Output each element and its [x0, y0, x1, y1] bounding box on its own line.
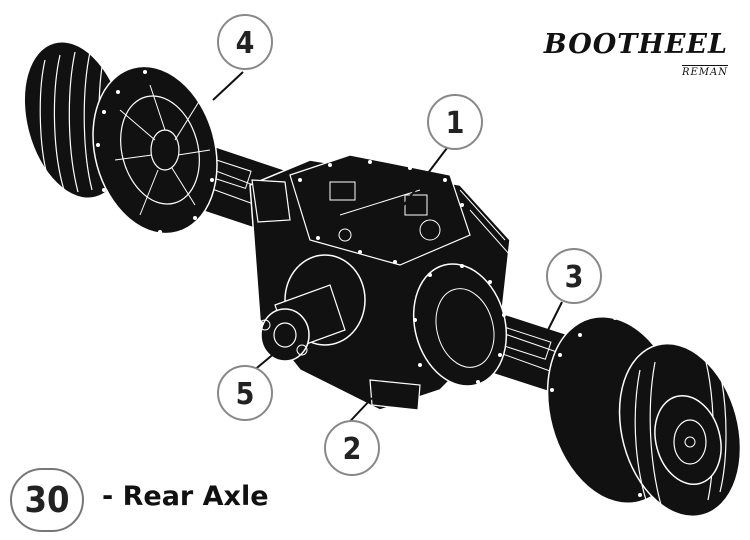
callout-1: 1 — [427, 94, 483, 150]
callout-3-label: 3 — [565, 260, 584, 295]
figure-number: 30 — [24, 479, 70, 521]
bootheel-logo: BOOTHEEL REMAN — [544, 30, 728, 79]
callout-4: 4 — [217, 14, 273, 70]
input-yoke — [259, 254, 366, 362]
figure-caption: - Rear Axle — [102, 481, 269, 512]
callout-2-label: 2 — [343, 432, 362, 467]
figure-number-badge: 30 — [10, 468, 84, 532]
right-wheel-hub — [546, 315, 742, 518]
left-wheel-hub — [23, 40, 218, 235]
logo-name: BOOTHEEL — [543, 29, 728, 60]
callout-4-label: 4 — [236, 26, 255, 61]
callout-5-label: 5 — [236, 377, 255, 412]
callout-5: 5 — [217, 365, 273, 421]
callout-2: 2 — [324, 420, 380, 476]
callout-3: 3 — [546, 248, 602, 304]
differential-housing — [249, 154, 511, 411]
callout-1-label: 1 — [446, 106, 465, 141]
logo-sub: REMAN — [681, 65, 728, 78]
